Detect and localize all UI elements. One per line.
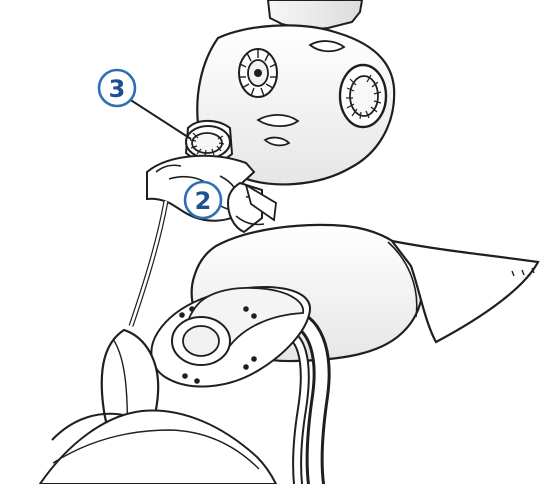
steering-pole <box>131 201 166 326</box>
callout-2-label: 2 <box>195 187 212 215</box>
mount-plate <box>151 287 310 387</box>
callout-2: 2 <box>185 182 221 218</box>
callout-3: 3 <box>99 70 191 139</box>
callout-3-label: 3 <box>109 75 126 103</box>
